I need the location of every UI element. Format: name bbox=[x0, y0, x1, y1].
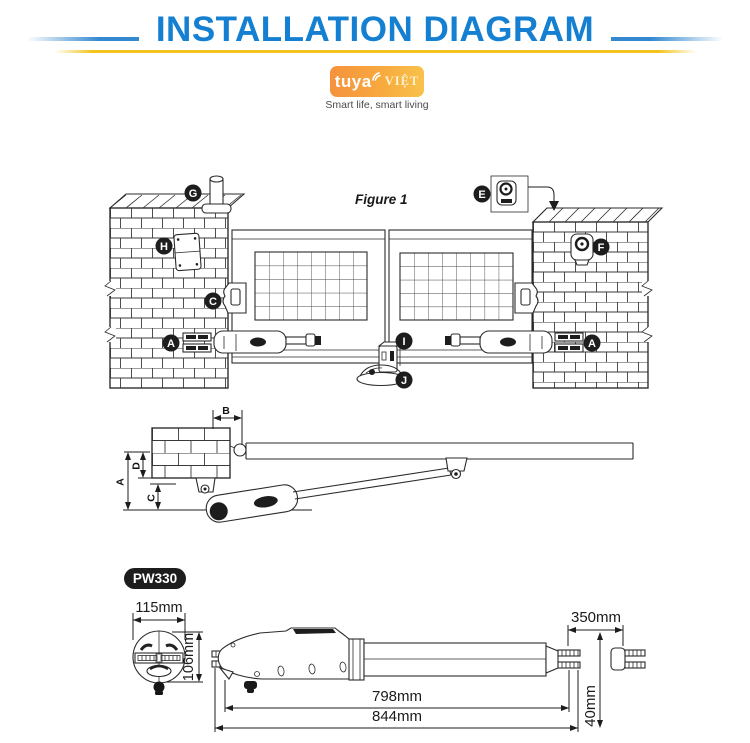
wifi-signal-icon bbox=[371, 71, 381, 81]
dim-offset: 40mm bbox=[582, 632, 603, 728]
svg-text:A: A bbox=[115, 478, 127, 486]
control-box bbox=[173, 232, 202, 272]
callout-e: E bbox=[473, 185, 491, 203]
break-mark bbox=[641, 280, 655, 297]
dim-c: C bbox=[146, 483, 176, 510]
svg-text:C: C bbox=[146, 494, 158, 502]
flashing-lamp bbox=[201, 175, 232, 214]
product-views: PW330 bbox=[124, 568, 646, 732]
photocell-box bbox=[490, 175, 559, 213]
dim-stroke: 350mm bbox=[567, 609, 624, 646]
callout-h: H bbox=[155, 237, 173, 255]
brand-tagline: Smart life, smart living bbox=[325, 99, 429, 111]
callout-f: F bbox=[592, 238, 610, 256]
title-underline bbox=[54, 50, 697, 53]
fork-bracket bbox=[610, 647, 646, 671]
svg-text:C: C bbox=[209, 296, 217, 308]
svg-text:PW330: PW330 bbox=[133, 571, 177, 586]
brand-logo: tuya VIỆT bbox=[330, 66, 424, 97]
dim-a: A bbox=[115, 451, 150, 510]
electric-lock bbox=[377, 340, 402, 373]
svg-text:350mm: 350mm bbox=[571, 609, 621, 626]
callout-c: C bbox=[204, 292, 222, 310]
page-title: INSTALLATION DIAGRAM bbox=[155, 10, 595, 49]
gate-bracket-left bbox=[222, 282, 247, 314]
dim-d: D bbox=[131, 452, 152, 479]
svg-text:I: I bbox=[402, 336, 405, 348]
dim-rod-length: 798mm bbox=[224, 670, 570, 712]
svg-text:A: A bbox=[167, 338, 175, 350]
break-mark bbox=[641, 326, 655, 343]
title-rule-right bbox=[611, 37, 723, 41]
mounting-operator bbox=[195, 457, 468, 523]
break-mark bbox=[103, 280, 116, 297]
callout-a-right: A bbox=[583, 334, 601, 352]
break-mark bbox=[103, 326, 116, 343]
callout-j: J bbox=[395, 371, 413, 389]
svg-text:F: F bbox=[598, 242, 605, 254]
dim-front-width: 115mm bbox=[132, 600, 186, 640]
mounting-diagram: A D C B bbox=[115, 405, 634, 523]
side-view bbox=[211, 627, 581, 693]
gate-operator-right bbox=[445, 330, 584, 354]
svg-text:E: E bbox=[478, 189, 485, 201]
svg-text:844mm: 844mm bbox=[372, 708, 422, 725]
svg-text:G: G bbox=[189, 188, 198, 200]
svg-text:H: H bbox=[160, 241, 168, 253]
svg-text:J: J bbox=[401, 375, 407, 387]
svg-text:40mm: 40mm bbox=[582, 685, 599, 727]
svg-text:D: D bbox=[131, 462, 143, 470]
model-badge: PW330 bbox=[124, 568, 186, 589]
title-rule-left bbox=[27, 37, 139, 41]
figure-caption: Figure 1 bbox=[355, 192, 408, 207]
brand-name: tuya bbox=[334, 71, 372, 91]
left-pillar bbox=[103, 193, 246, 389]
gate-operator-left bbox=[182, 330, 321, 354]
callout-a-left: A bbox=[162, 334, 180, 352]
callout-g: G bbox=[184, 184, 202, 202]
photocell bbox=[570, 233, 594, 266]
front-view bbox=[132, 630, 186, 695]
brand-region: VIỆT bbox=[384, 74, 420, 88]
gate-bar bbox=[229, 442, 634, 460]
svg-text:798mm: 798mm bbox=[372, 688, 422, 705]
dim-total-length: 844mm bbox=[214, 668, 579, 732]
right-pillar bbox=[531, 207, 664, 389]
figure-1: Figure 1 bbox=[103, 175, 664, 389]
dim-front-height: 106mm bbox=[167, 631, 203, 683]
svg-text:A: A bbox=[588, 338, 596, 350]
svg-text:106mm: 106mm bbox=[181, 633, 197, 681]
callout-i: I bbox=[395, 332, 413, 350]
dim-b: B bbox=[212, 405, 243, 445]
wall-block bbox=[151, 427, 231, 479]
svg-text:B: B bbox=[222, 405, 230, 417]
svg-text:115mm: 115mm bbox=[135, 600, 182, 616]
gate-bracket-right bbox=[514, 282, 539, 314]
